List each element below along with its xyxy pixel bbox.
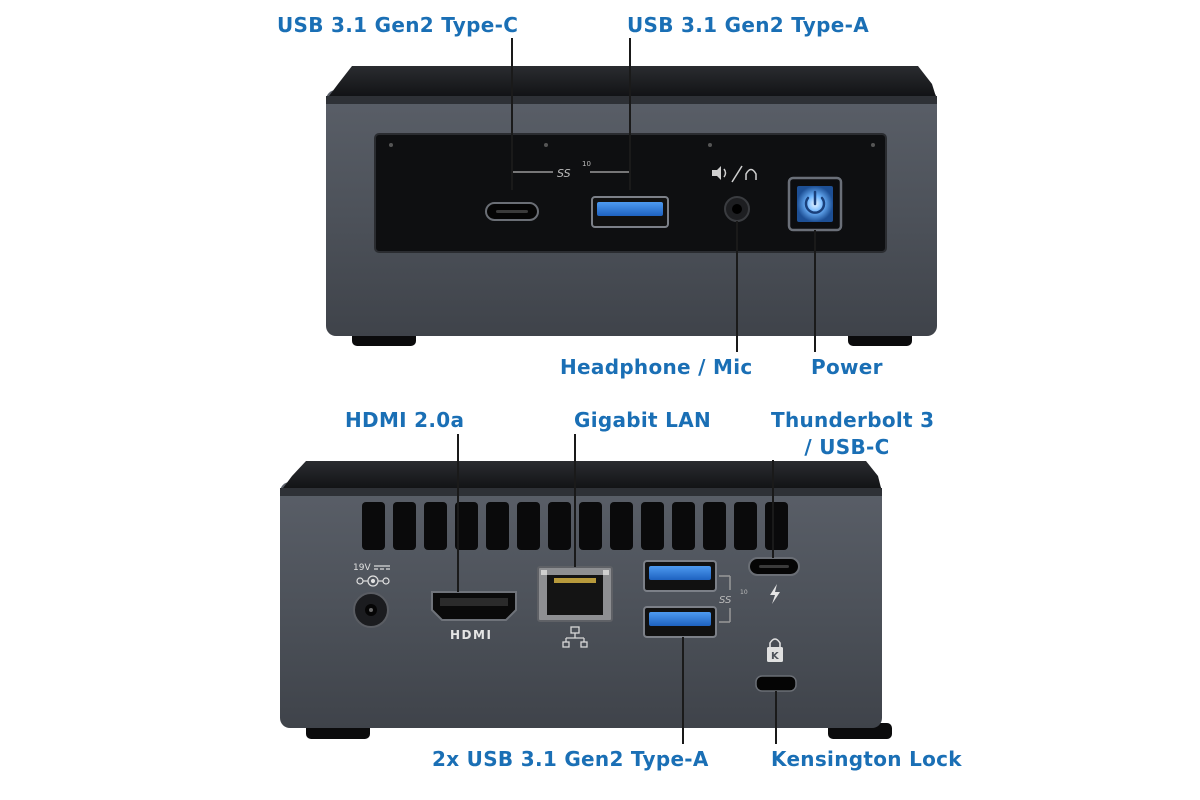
usb-a-port-rear-top <box>643 560 717 592</box>
usb-a-port-rear-bottom <box>643 606 717 638</box>
front-view: SS 10 <box>326 66 937 346</box>
hdmi-port: HDMI <box>431 591 517 642</box>
callout-thunderbolt: Thunderbolt 3 / USB-C <box>771 407 935 461</box>
thunderbolt-icon <box>770 584 780 604</box>
callout-power: Power <box>811 355 883 379</box>
callout-thunderbolt-line2: / USB-C <box>804 435 890 459</box>
callout-gigabit-lan: Gigabit LAN <box>574 408 712 432</box>
callout-headphone-mic: Headphone / Mic <box>560 355 753 379</box>
superspeed-logo-rear: SS <box>719 595 732 606</box>
leader-lines <box>457 38 816 744</box>
front-lid <box>326 66 937 100</box>
svg-text:K: K <box>771 651 780 662</box>
audio-icon <box>712 165 757 183</box>
ethernet-port <box>537 566 613 648</box>
hdmi-logo: HDMI <box>450 628 492 642</box>
callout-hdmi: HDMI 2.0a <box>345 408 465 432</box>
superspeed-rate-rear: 10 <box>740 589 748 596</box>
power-button <box>787 176 843 232</box>
callout-usb-typec: USB 3.1 Gen2 Type-C <box>277 13 519 37</box>
dc-power-jack: 19V <box>353 563 390 628</box>
callout-thunderbolt-line1: Thunderbolt 3 <box>771 408 935 432</box>
network-icon <box>562 626 588 648</box>
back-lid <box>280 461 882 492</box>
superspeed-bracket-rear: SS 10 <box>719 575 748 623</box>
callout-usb-2x-typea: 2x USB 3.1 Gen2 Type-A <box>432 747 709 771</box>
dc-voltage-label: 19V <box>353 563 371 573</box>
callout-usb-typea: USB 3.1 Gen2 Type-A <box>627 13 870 37</box>
polarity-icon <box>356 575 390 587</box>
back-view: 19V HDMI <box>280 461 892 739</box>
superspeed-logo-front: SS <box>557 167 571 180</box>
superspeed-rate-front: 10 <box>582 160 591 168</box>
lock-icon: K <box>767 638 783 662</box>
vent-grille <box>362 502 788 550</box>
callout-kensington-lock: Kensington Lock <box>771 747 962 771</box>
